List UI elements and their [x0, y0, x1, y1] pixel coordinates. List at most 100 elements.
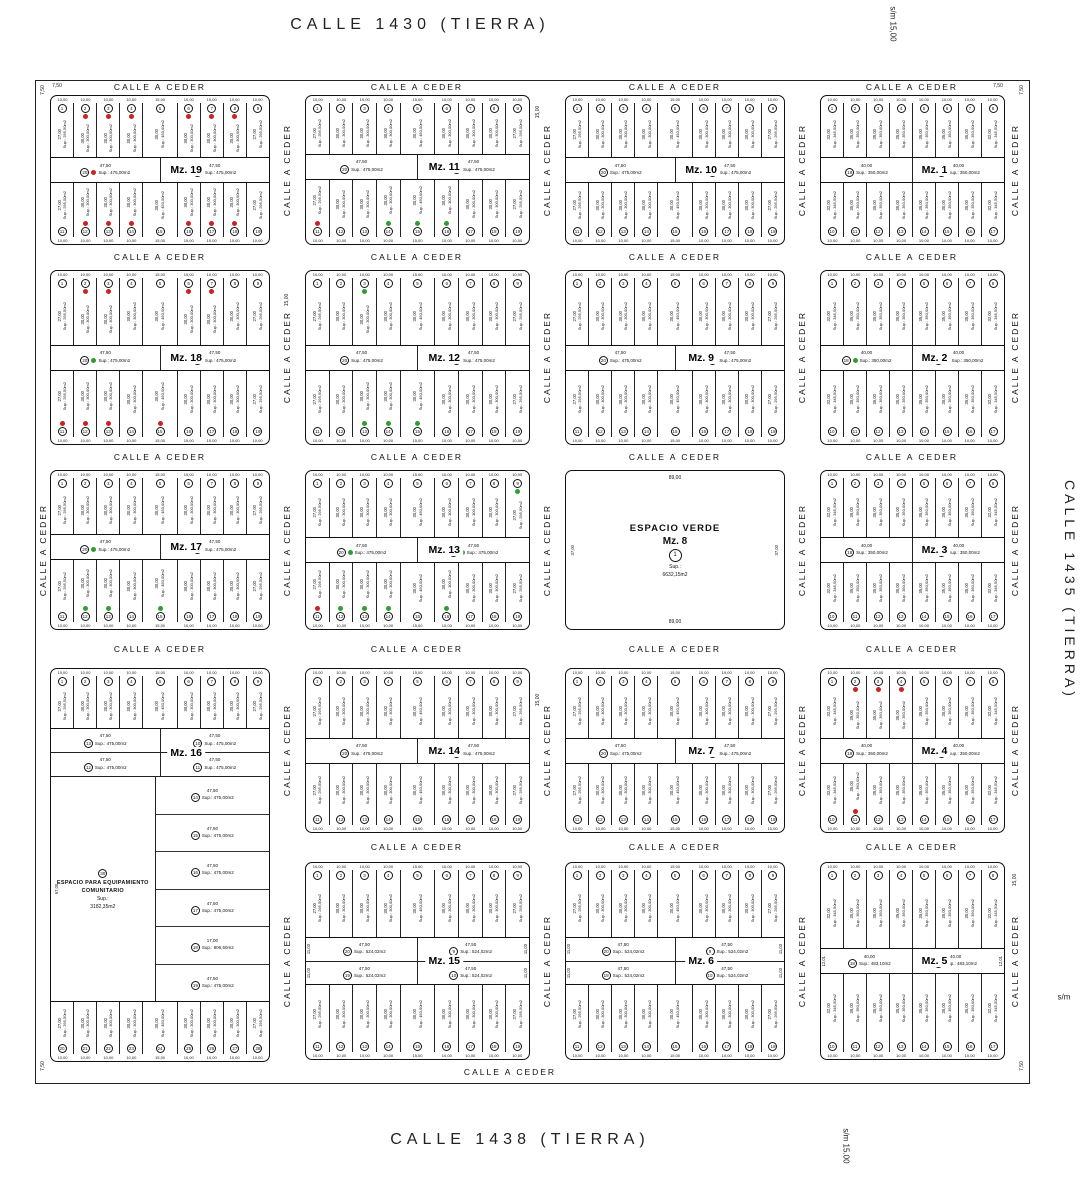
lot-number: 3: [618, 871, 628, 880]
dimension-label: 10,00: [896, 272, 907, 277]
lot-dimension-text: Sup.: 450,00m2: [417, 775, 423, 804]
lot-dimension-text: Sup.: 300,00m2: [470, 189, 476, 218]
lot-number: 5: [412, 871, 422, 880]
manzana-label: Mz. 16: [167, 747, 205, 759]
lot-dimension-text: Sup.: 350,00m2: [924, 697, 930, 726]
street-label-calle-a-ceder: CALLE A CEDER: [863, 452, 961, 462]
dimension-label: 10,00: [103, 272, 114, 277]
lot-dimension-text: Sup.: 350,00m2: [855, 385, 861, 414]
lot-number: 1: [57, 104, 67, 113]
lot-sup-label: Sup.: 475,00m2: [204, 740, 237, 746]
lot-dimension-text: Sup.: 295,50m2: [317, 497, 323, 527]
lot-number: 12: [80, 612, 90, 621]
lot-number: 11: [850, 227, 860, 236]
lot-sup-label: Sup.: 475,00m2: [719, 750, 752, 756]
status-dot-red: [209, 114, 215, 119]
dimension-label: 7,50: [40, 85, 46, 95]
lot-number: 6: [184, 677, 194, 686]
lot-number: 17: [465, 815, 475, 824]
dimension-label: 10,00: [721, 670, 732, 675]
lot-dimension-text: Sup.: 450,00m2: [675, 385, 681, 414]
dimension-label: 10,00: [80, 272, 91, 277]
lot-dimension-text: Sup.: 295,50m2: [62, 120, 68, 149]
lot-dimension-text: 47,50: [355, 743, 368, 749]
street-label-calle-a-ceder: CALLE A CEDER: [368, 644, 466, 654]
lot-dimension-text: Sup.: 295,50m2: [773, 999, 779, 1029]
dimension-label: 10,00: [618, 826, 629, 831]
lot-dimension-text: Sup.: 300,00m2: [235, 572, 240, 601]
lot-number: 2: [336, 279, 346, 288]
lot-dimension-text: Sup.: 350,00m2: [970, 899, 976, 928]
lot-dimension-text: Sup.: 295,50m2: [517, 999, 523, 1029]
lot-dimension-text: Sup.: 450,00m2: [675, 301, 681, 330]
lot-dimension-text: Sup.: 350,00m2: [970, 385, 976, 414]
dimension-label: 10,00: [383, 97, 394, 102]
lot-number: 3: [360, 279, 370, 288]
lot-number: 20: [340, 164, 350, 174]
dimension-label: 10,00: [827, 670, 838, 675]
lot-number: 3: [618, 279, 628, 288]
lot-number: 1: [312, 104, 322, 113]
manzana-label: Mz. 6: [685, 955, 717, 967]
lot-number: 17: [465, 1042, 475, 1051]
lot-number: 16: [699, 1042, 709, 1051]
lot-dimension-text: Sup.: 450,00m2: [675, 697, 681, 726]
dimension-label: 10,00: [918, 438, 929, 443]
lot-number: 20: [80, 168, 90, 178]
dimension-label: 10,00: [767, 864, 778, 869]
lot-dimension-text: Sup.: 450,00m2: [417, 999, 423, 1029]
lot-number: 4: [126, 479, 136, 488]
lot-number: 13: [896, 227, 906, 236]
lot-dimension-text: Sup.: 350,00m2: [970, 573, 976, 603]
lot-dimension-text: 30,00: [411, 127, 417, 138]
dimension-label: 10,00: [312, 97, 323, 102]
lot-number: 11: [850, 427, 860, 436]
lot-number: 19: [342, 970, 352, 980]
lot-number: 3: [360, 871, 370, 880]
lot-dimension-text: 40,00: [863, 953, 875, 959]
lot-number: 8: [745, 871, 755, 880]
street-label-calle-a-ceder: CALLE A CEDER: [111, 452, 209, 462]
lot-dimension-text: Sup.: 300,00m2: [470, 118, 476, 147]
dimension-label: 10,00: [80, 1055, 91, 1060]
lot-dimension-text: 47,50: [467, 350, 480, 356]
